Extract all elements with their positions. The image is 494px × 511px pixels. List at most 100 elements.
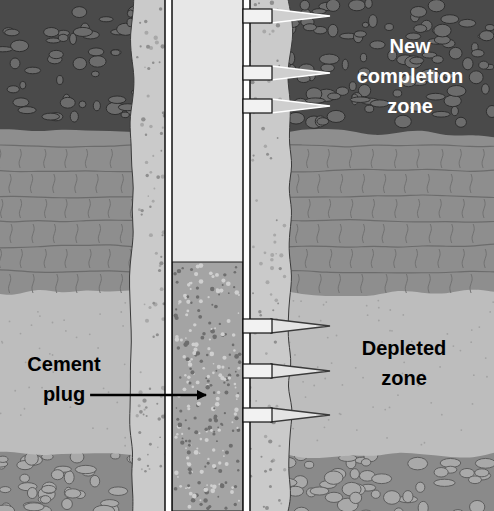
speckle	[185, 337, 187, 339]
pebble	[470, 500, 485, 511]
speckle	[146, 415, 148, 417]
speckle	[235, 394, 239, 398]
speckle	[138, 404, 141, 407]
pebble	[350, 492, 362, 503]
grain	[120, 311, 122, 313]
pebble	[18, 107, 36, 114]
speckle	[212, 335, 217, 340]
perforation	[243, 66, 330, 80]
shale-mark	[297, 274, 299, 293]
pebble	[408, 457, 428, 470]
speckle	[266, 280, 270, 284]
speckle	[275, 253, 277, 255]
grain	[122, 325, 124, 327]
shale-mark	[85, 149, 87, 168]
speckle	[262, 30, 266, 34]
pebble	[486, 105, 494, 117]
pebble	[73, 27, 92, 36]
speckle	[159, 7, 162, 10]
speckle	[191, 498, 196, 503]
grain	[294, 354, 296, 356]
speckle	[283, 468, 286, 471]
pebble	[327, 110, 345, 122]
speckle	[186, 357, 190, 361]
speckle	[211, 304, 213, 306]
pebble	[416, 482, 425, 492]
speckle	[196, 264, 200, 268]
speckle	[155, 40, 159, 44]
speckle	[159, 436, 161, 438]
shale-mark	[385, 274, 387, 293]
perforation-tunnel	[271, 99, 330, 113]
grain	[92, 427, 94, 429]
pebble	[447, 86, 466, 97]
shale-mark	[339, 224, 341, 243]
pebble	[410, 57, 424, 64]
speckle	[216, 397, 220, 401]
perforation-tunnel	[271, 319, 330, 333]
speckle	[213, 431, 215, 433]
grain	[460, 350, 462, 352]
shale-mark	[9, 274, 11, 293]
speckle	[153, 188, 155, 190]
speckle	[138, 431, 141, 434]
shale-mark	[65, 249, 67, 268]
pebble	[20, 81, 26, 89]
speckle	[199, 499, 201, 501]
shale-mark	[56, 274, 58, 293]
speckle	[145, 174, 148, 177]
pebble	[5, 29, 20, 36]
pebble	[369, 15, 378, 28]
shale-mark	[371, 249, 373, 268]
speckle	[206, 507, 210, 511]
shale-mark	[88, 199, 90, 218]
speckle	[271, 460, 274, 463]
speckle	[225, 462, 229, 466]
speckle	[210, 352, 215, 357]
grain	[327, 337, 329, 339]
shale-mark	[121, 174, 123, 193]
grain	[421, 444, 423, 446]
speckle	[283, 224, 287, 228]
speckle	[216, 402, 218, 404]
pebble	[90, 475, 100, 487]
shale-mark	[19, 149, 21, 168]
grain	[20, 333, 22, 335]
speckle	[202, 367, 205, 370]
grain	[37, 311, 39, 313]
speckle	[223, 382, 225, 384]
shale-mark	[362, 174, 364, 193]
grain	[116, 402, 118, 404]
grain	[366, 305, 368, 307]
callout-label-box: Cement plug	[8, 349, 120, 409]
speckle	[210, 287, 214, 291]
speckle	[269, 468, 272, 471]
speckle	[187, 450, 191, 454]
speckle	[216, 440, 218, 442]
grain	[76, 336, 78, 338]
shale-mark	[30, 174, 32, 193]
shale-mark	[1, 199, 3, 218]
shale-mark	[395, 199, 397, 218]
grain	[320, 320, 322, 322]
grain	[302, 381, 304, 383]
pebble	[365, 0, 372, 8]
shale-mark	[439, 199, 441, 218]
speckle	[187, 484, 190, 487]
pebble	[370, 41, 385, 49]
grain	[293, 300, 295, 302]
speckle	[187, 462, 189, 464]
grain	[397, 394, 399, 396]
speckle	[230, 490, 234, 494]
pebble	[365, 105, 374, 112]
speckle	[234, 383, 237, 386]
speckle	[188, 439, 191, 442]
shale-mark	[19, 199, 21, 218]
speckle	[147, 94, 150, 97]
shale-mark	[0, 249, 1, 268]
grain	[486, 376, 488, 378]
speckle	[276, 60, 278, 62]
speckle	[190, 268, 193, 271]
speckle	[203, 487, 208, 492]
pebble	[475, 458, 494, 468]
